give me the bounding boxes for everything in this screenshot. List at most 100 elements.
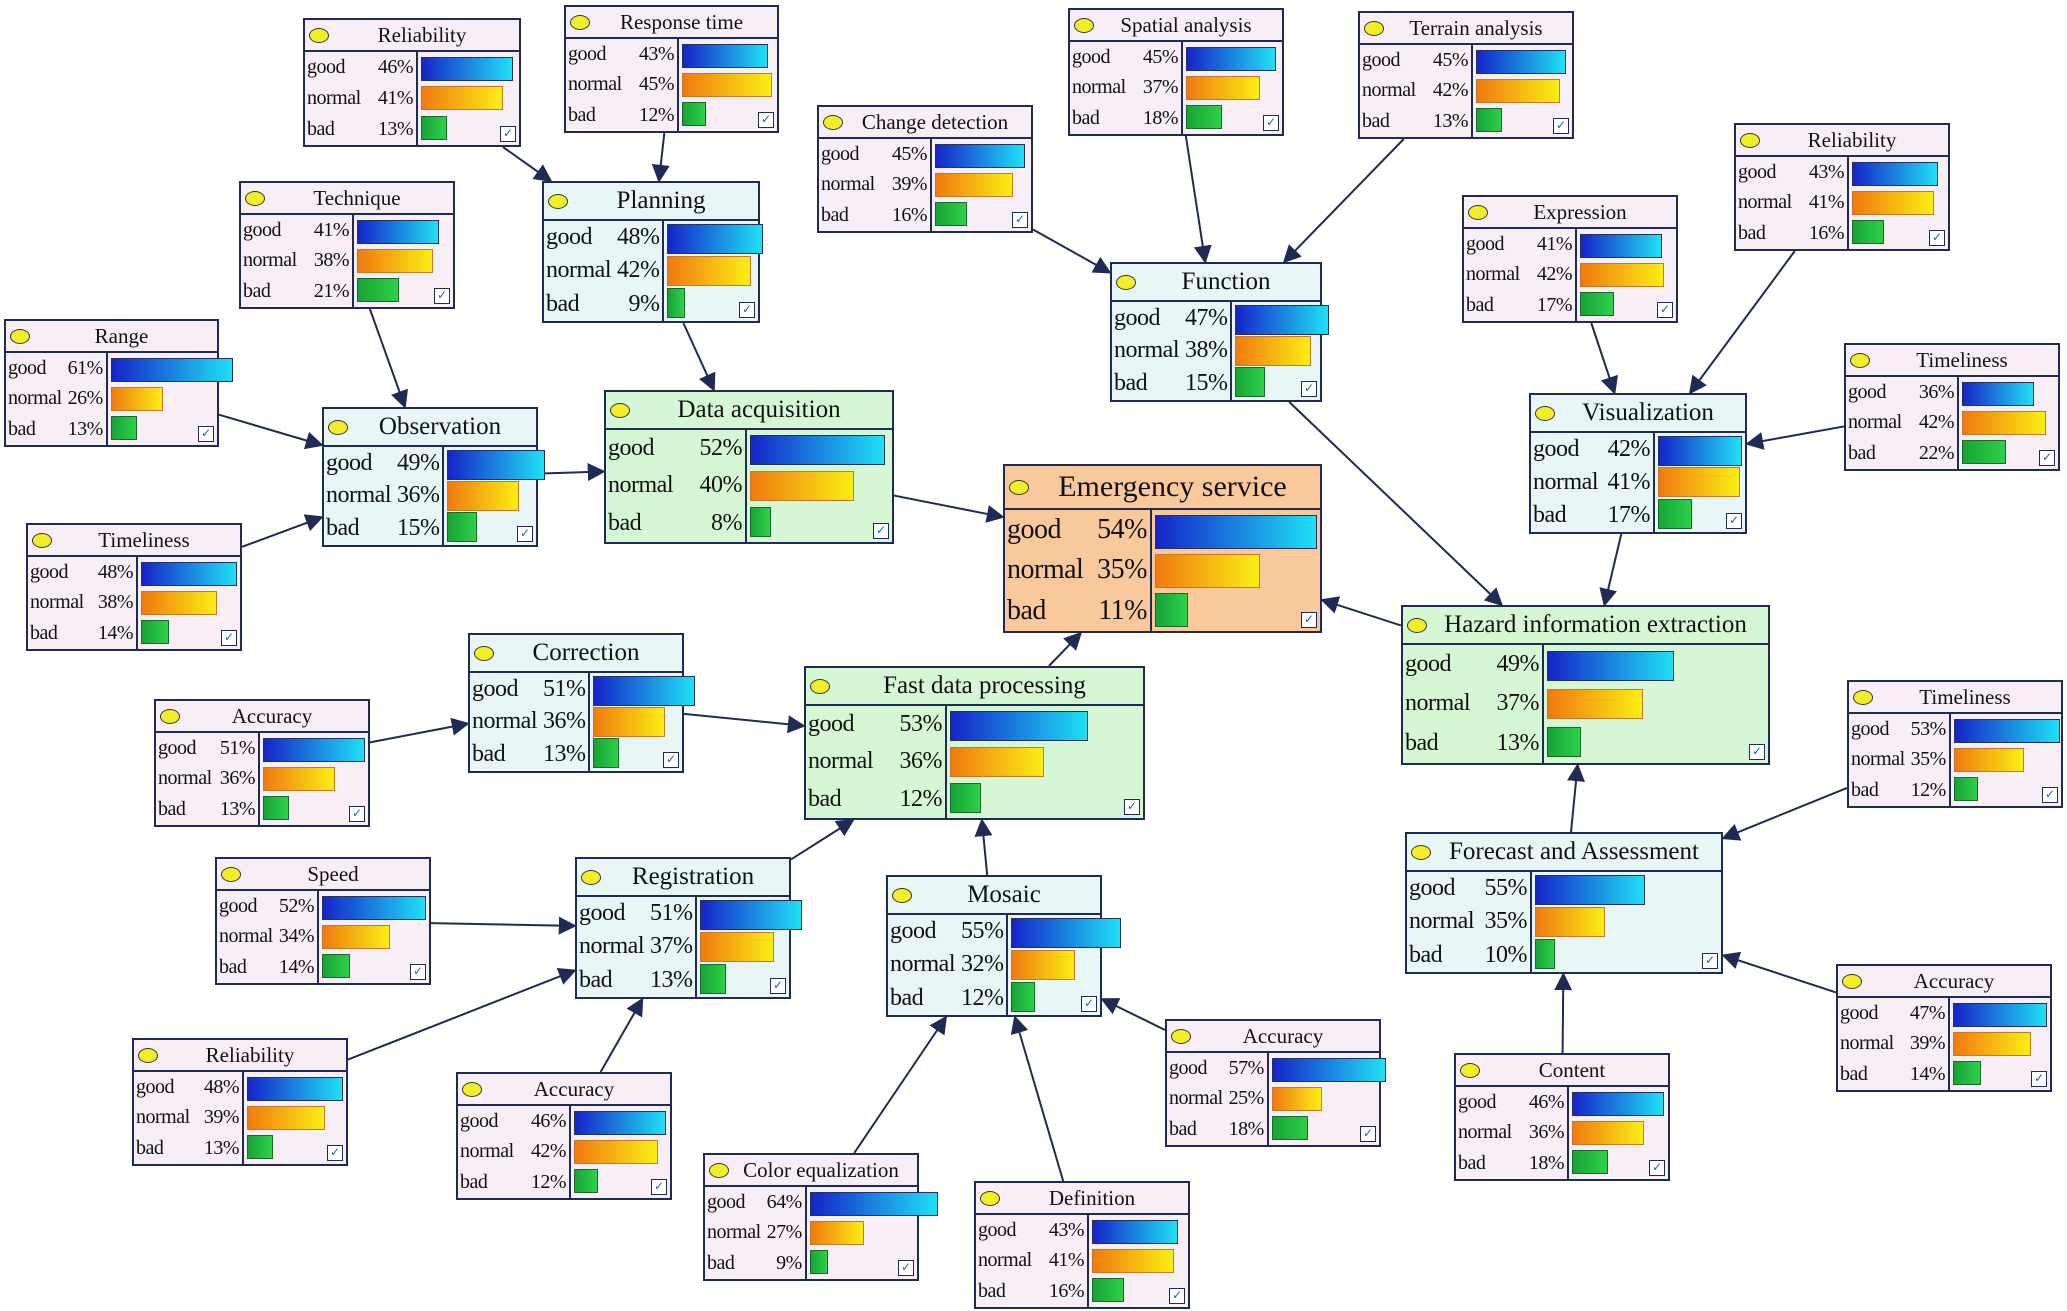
- checkbox-icon[interactable]: ✓: [1012, 212, 1028, 228]
- node-header[interactable]: Reliability: [305, 20, 519, 52]
- checkbox-icon[interactable]: ✓: [517, 526, 533, 542]
- node-header[interactable]: Terrain analysis: [1360, 13, 1572, 45]
- bulb-icon[interactable]: [1460, 1062, 1480, 1078]
- bulb-icon[interactable]: [980, 1190, 1000, 1206]
- checkbox-icon[interactable]: ✓: [2031, 1071, 2047, 1087]
- checkbox-icon[interactable]: ✓: [1726, 513, 1742, 529]
- node-header[interactable]: Timeliness: [1849, 682, 2061, 714]
- bulb-icon[interactable]: [1364, 20, 1384, 36]
- bulb-icon[interactable]: [1468, 204, 1488, 220]
- node-header[interactable]: Observation: [324, 409, 536, 447]
- node-header[interactable]: Technique: [241, 183, 453, 215]
- bulb-icon[interactable]: [1009, 479, 1029, 495]
- node-header[interactable]: Data acquisition: [606, 392, 892, 430]
- checkbox-icon[interactable]: ✓: [1702, 953, 1718, 969]
- node-header[interactable]: Fast data processing: [806, 668, 1143, 706]
- bulb-icon[interactable]: [1740, 132, 1760, 148]
- bulb-icon[interactable]: [1074, 17, 1094, 33]
- checkbox-icon[interactable]: ✓: [221, 630, 237, 646]
- checkbox-icon[interactable]: ✓: [500, 126, 516, 142]
- bulb-icon[interactable]: [1535, 405, 1555, 421]
- bulb-icon[interactable]: [1116, 274, 1136, 290]
- checkbox-icon[interactable]: ✓: [2042, 787, 2058, 803]
- node-header[interactable]: Hazard information extraction: [1403, 607, 1768, 645]
- bulb-icon[interactable]: [462, 1081, 482, 1097]
- bulb-icon[interactable]: [709, 1162, 729, 1178]
- bulb-icon[interactable]: [474, 645, 494, 661]
- node-header[interactable]: Mosaic: [888, 877, 1100, 915]
- node-header[interactable]: Accuracy: [156, 701, 368, 733]
- checkbox-icon[interactable]: ✓: [873, 523, 889, 539]
- node-header[interactable]: Expression: [1464, 197, 1676, 229]
- node-header[interactable]: Definition: [976, 1183, 1188, 1215]
- bulb-icon[interactable]: [892, 887, 912, 903]
- checkbox-icon[interactable]: ✓: [758, 112, 774, 128]
- node-header[interactable]: Accuracy: [458, 1074, 670, 1106]
- checkbox-icon[interactable]: ✓: [739, 302, 755, 318]
- bulb-icon[interactable]: [245, 190, 265, 206]
- checkbox-icon[interactable]: ✓: [198, 426, 214, 442]
- checkbox-icon[interactable]: ✓: [2039, 450, 2055, 466]
- node-header[interactable]: Accuracy: [1838, 966, 2050, 998]
- bulb-icon[interactable]: [221, 866, 241, 882]
- node-header[interactable]: Response time: [566, 7, 777, 39]
- checkbox-icon[interactable]: ✓: [327, 1145, 343, 1161]
- node-header[interactable]: Forecast and Assessment: [1407, 834, 1721, 872]
- checkbox-icon[interactable]: ✓: [1301, 381, 1317, 397]
- bulb-icon[interactable]: [32, 532, 52, 548]
- bulb-icon[interactable]: [548, 193, 568, 209]
- checkbox-icon[interactable]: ✓: [1263, 115, 1279, 131]
- node-header[interactable]: Emergency service: [1005, 466, 1320, 510]
- bulb-icon[interactable]: [160, 708, 180, 724]
- bulb-icon[interactable]: [1850, 352, 1870, 368]
- checkbox-icon[interactable]: ✓: [1649, 1160, 1665, 1176]
- checkbox-icon[interactable]: ✓: [1081, 996, 1097, 1012]
- bulb-icon[interactable]: [138, 1047, 158, 1063]
- bulb-icon[interactable]: [823, 114, 843, 130]
- node-header[interactable]: Planning: [544, 183, 758, 221]
- node-header[interactable]: Reliability: [134, 1040, 346, 1072]
- bulb-icon[interactable]: [1842, 973, 1862, 989]
- node-header[interactable]: Reliability: [1736, 125, 1948, 157]
- bulb-icon[interactable]: [309, 27, 329, 43]
- checkbox-icon[interactable]: ✓: [349, 806, 365, 822]
- node-header[interactable]: Timeliness: [28, 525, 240, 557]
- node-header[interactable]: Content: [1456, 1055, 1668, 1087]
- bulb-icon[interactable]: [1171, 1028, 1191, 1044]
- node-header[interactable]: Spatial analysis: [1070, 10, 1282, 42]
- bulb-icon[interactable]: [1853, 689, 1873, 705]
- node-header[interactable]: Timeliness: [1846, 345, 2058, 377]
- node-header[interactable]: Change detection: [819, 107, 1031, 139]
- node-header[interactable]: Color equalization: [705, 1155, 917, 1187]
- bulb-icon[interactable]: [1411, 844, 1431, 860]
- bulb-icon[interactable]: [328, 419, 348, 435]
- node-header[interactable]: Function: [1112, 264, 1320, 302]
- bulb-icon[interactable]: [1407, 617, 1427, 633]
- checkbox-icon[interactable]: ✓: [898, 1260, 914, 1276]
- node-header[interactable]: Correction: [470, 635, 682, 673]
- checkbox-icon[interactable]: ✓: [770, 978, 786, 994]
